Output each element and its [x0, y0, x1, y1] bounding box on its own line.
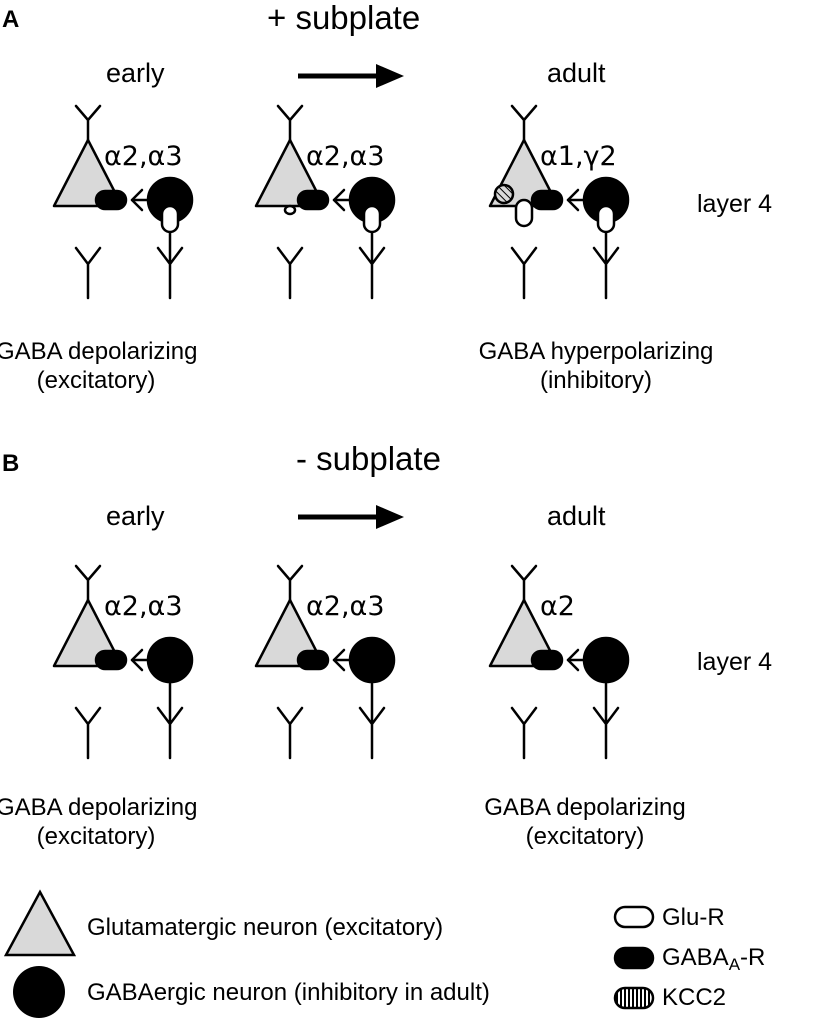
a1-gaba-a-receptor [94, 189, 128, 211]
a3-glu-receptor-triangle [514, 198, 534, 228]
b3-glutamatergic-neuron [488, 598, 560, 668]
legend-glu-r-label: Glu-R [662, 904, 725, 931]
panel-b-caption-left: GABA depolarizing (excitatory) [0, 793, 198, 851]
panel-a-arrow [298, 64, 404, 88]
legend-glu-r-icon [613, 905, 655, 929]
b3-gabaergic-dendrite [592, 680, 620, 760]
a2-apical-dendrite [276, 104, 304, 145]
panel-a-caption-left: GABA depolarizing (excitatory) [0, 337, 198, 395]
b1-glutamatergic-neuron [52, 598, 124, 668]
panel-a-early-label: early [106, 58, 165, 88]
b1-apical-dendrite [74, 564, 102, 605]
panel-a-caption-right-line2: (inhibitory) [539, 367, 653, 394]
panel-b-subunit-3: α2 [540, 591, 575, 622]
panel-a-letter: A [2, 6, 20, 33]
panel-a-caption-right: GABA hyperpolarizing (inhibitory) [455, 337, 737, 395]
legend-kcc2-icon [613, 986, 655, 1010]
a3-apical-dendrite [510, 104, 538, 145]
panel-b-adult-label: adult [547, 501, 606, 531]
legend-gaba-a-r-icon [613, 946, 655, 970]
a1-gabaergic-dendrite [156, 220, 184, 300]
panel-b-layer-label: layer 4 [697, 648, 773, 676]
b2-basal-dendrite [276, 706, 304, 760]
panel-b-subunit-1: α2,α3 [104, 591, 183, 622]
b2-gabaergic-neuron [348, 636, 396, 684]
a1-basal-dendrite [74, 246, 102, 300]
b3-gaba-a-receptor [530, 649, 564, 671]
a2-basal-dendrite [276, 246, 304, 300]
panel-b-early-label: early [106, 501, 165, 531]
panel-a-layer-label: layer 4 [697, 190, 773, 218]
legend-triangle-icon [3, 889, 77, 957]
legend-circle-icon [13, 966, 65, 1018]
panel-a-caption-left-line1: GABA depolarizing [0, 338, 198, 365]
a1-glu-receptor-circle [160, 204, 180, 234]
a2-gabaergic-dendrite [358, 220, 386, 300]
panel-b-caption-right-line1: GABA depolarizing [484, 794, 686, 821]
panel-b-caption-right-line2: (excitatory) [525, 823, 645, 850]
b3-apical-dendrite [510, 564, 538, 605]
panel-a-caption-right-line1: GABA hyperpolarizing [478, 338, 714, 365]
b1-gabaergic-neuron [146, 636, 194, 684]
a3-glu-receptor-circle [596, 204, 616, 234]
legend-glutamatergic-label: Glutamatergic neuron (excitatory) [87, 914, 444, 941]
panel-b-caption-right: GABA depolarizing (excitatory) [480, 793, 690, 851]
panel-b-caption-left-line1: GABA depolarizing [0, 794, 198, 821]
b3-basal-dendrite [510, 706, 538, 760]
a2-glu-receptor-small [283, 204, 297, 216]
a2-gaba-a-receptor [296, 189, 330, 211]
panel-a-caption-left-line2: (excitatory) [36, 367, 156, 394]
panel-a-subunit-3: α1,γ2 [540, 141, 617, 172]
b1-gabaergic-dendrite [156, 680, 184, 760]
panel-b-letter: B [2, 450, 20, 477]
b1-basal-dendrite [74, 706, 102, 760]
a1-apical-dendrite [74, 104, 102, 145]
a3-gaba-a-receptor [530, 189, 564, 211]
panel-a-subunit-1: α2,α3 [104, 141, 183, 172]
legend-gabaergic-label: GABAergic neuron (inhibitory in adult) [87, 979, 490, 1006]
b3-gabaergic-neuron [582, 636, 630, 684]
b2-apical-dendrite [276, 564, 304, 605]
panel-b-subunit-2: α2,α3 [306, 591, 385, 622]
panel-b-arrow [298, 505, 404, 529]
panel-b-title: - subplate [296, 440, 441, 477]
a3-basal-dendrite [510, 246, 538, 300]
legend-kcc2-label: KCC2 [662, 984, 727, 1011]
b2-gaba-a-receptor [296, 649, 330, 671]
b2-gabaergic-dendrite [358, 680, 386, 760]
b1-gaba-a-receptor [94, 649, 128, 671]
a2-glu-receptor-circle [362, 204, 382, 234]
panel-b-caption-left-line2: (excitatory) [36, 823, 156, 850]
b2-glutamatergic-neuron [254, 598, 326, 668]
panel-a-subunit-2: α2,α3 [306, 141, 385, 172]
legend-gaba-a-r-label: GABAA-R [662, 944, 766, 974]
a3-gabaergic-dendrite [592, 220, 620, 300]
a1-glutamatergic-neuron [52, 138, 124, 208]
panel-a-adult-label: adult [547, 58, 606, 88]
a3-kcc2-transporter [493, 183, 515, 205]
panel-a-title: + subplate [267, 0, 421, 36]
